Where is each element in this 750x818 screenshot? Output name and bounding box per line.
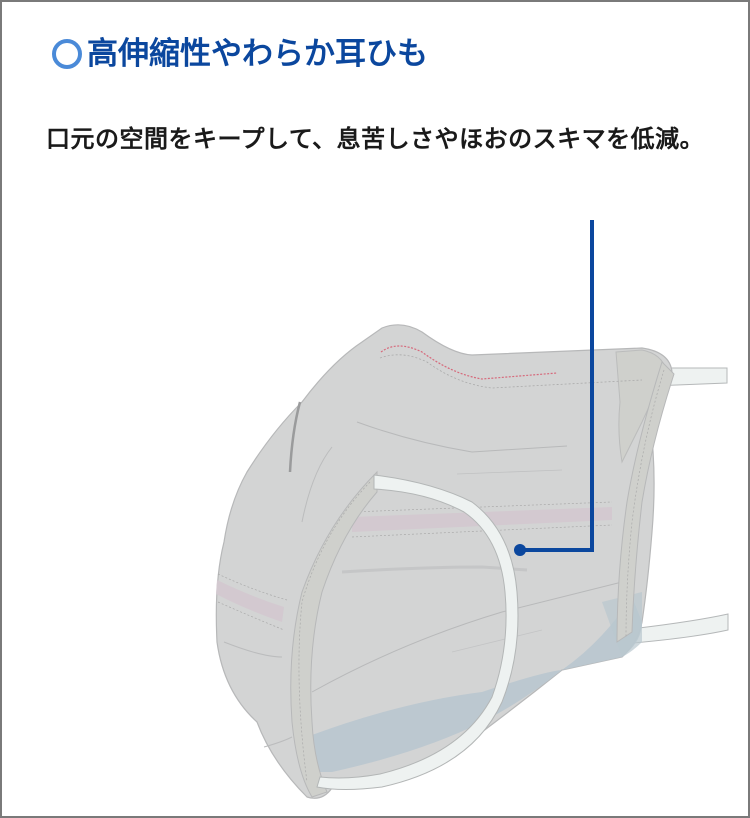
left-binding — [290, 470, 378, 798]
callout-dot — [514, 544, 526, 556]
left-fold-shadow — [288, 401, 302, 473]
ear-loop — [316, 474, 519, 790]
heading-title: 高伸縮性やわらか耳ひも — [87, 36, 428, 72]
right-binding — [616, 361, 675, 643]
callout-line — [521, 220, 594, 552]
ear-loop-bottom-tail — [621, 613, 729, 645]
nose-stitch — [380, 345, 558, 380]
description-text: 口元の空間をキープして、息苦しさやほおのスキマを低減。 — [46, 125, 705, 153]
circle-outline-icon — [52, 39, 82, 69]
inner-tint — [312, 597, 642, 772]
cheek-panel — [615, 349, 667, 464]
left-stripe — [216, 580, 284, 622]
section-heading: 高伸縮性やわらか耳ひも — [52, 32, 428, 76]
